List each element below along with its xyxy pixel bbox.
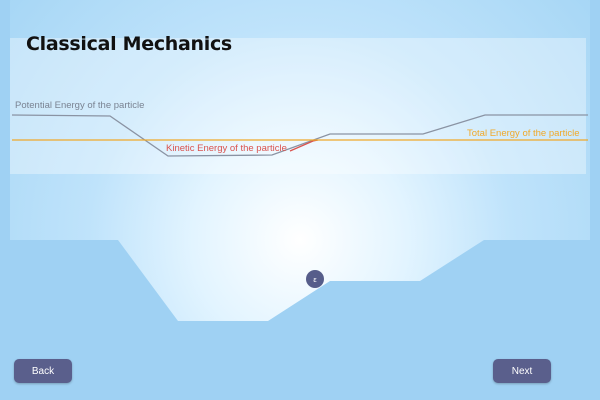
right-border	[590, 0, 600, 400]
left-border	[0, 0, 10, 400]
energy-graph-panel	[10, 38, 586, 174]
particle[interactable]: ε	[306, 270, 324, 288]
back-button-label: Back	[31, 365, 55, 377]
kinetic-energy-label: Kinetic Energy of the particle	[166, 143, 287, 154]
next-button[interactable]: Next	[493, 359, 551, 383]
next-button-label: Next	[511, 365, 533, 377]
page-title: Classical Mechanics	[26, 33, 232, 55]
terrain	[0, 240, 600, 400]
back-button[interactable]: Back	[14, 359, 72, 383]
kinetic-energy-curve	[289, 139, 319, 152]
potential-energy-curve	[11, 114, 588, 157]
particle-glyph: ε	[313, 276, 317, 284]
total-energy-label: Total Energy of the particle	[467, 128, 580, 139]
potential-energy-label: Potential Energy of the particle	[15, 100, 145, 111]
